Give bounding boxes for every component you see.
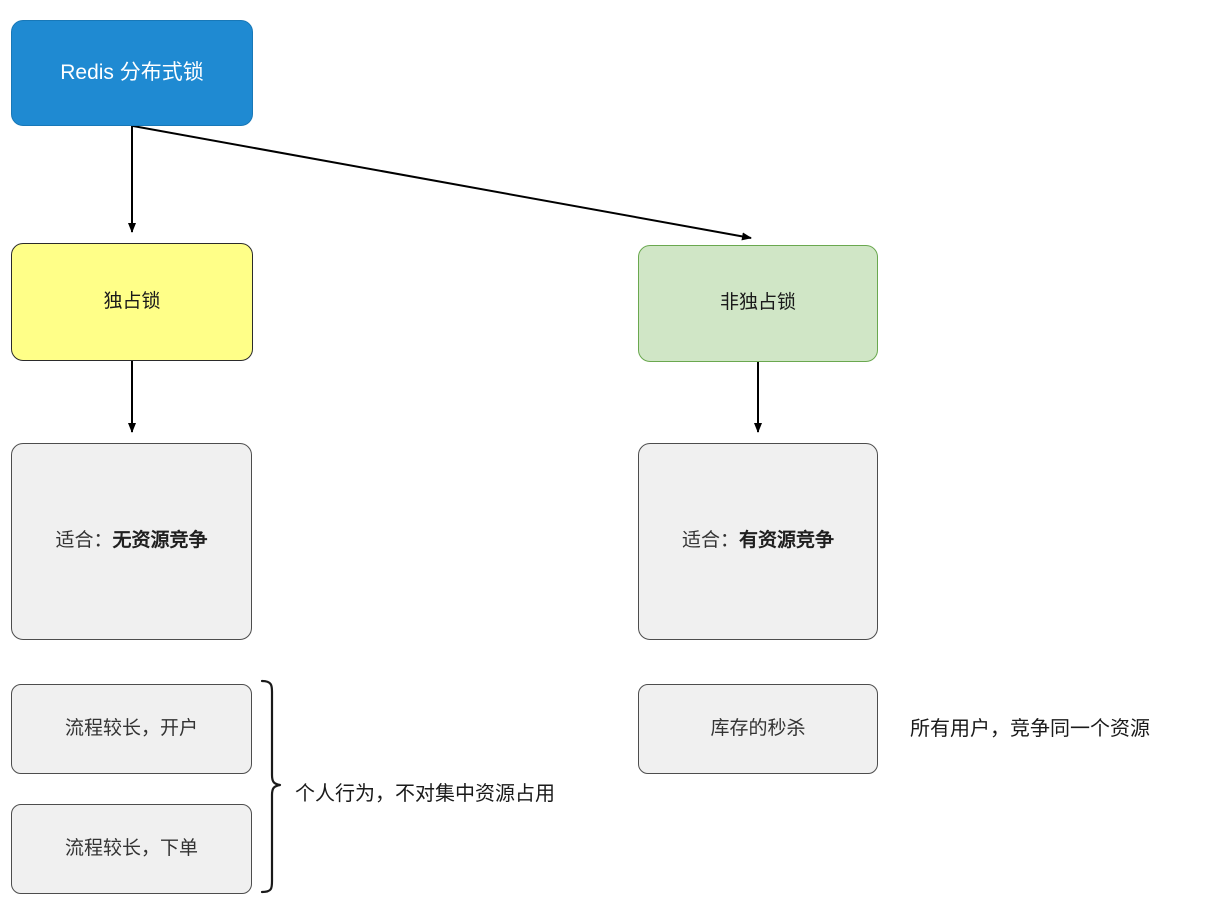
exclusive-desc-emphasis: 无资源竞争 [112, 530, 208, 552]
case-place-order-label: 流程较长，下单 [64, 837, 198, 859]
case-open-account-label: 流程较长，开户 [64, 717, 198, 739]
node-redis-distributed-lock[interactable]: Redis 分布式锁 [11, 20, 253, 126]
exclusive-desc-text: 适合：无资源竞争 [55, 529, 207, 554]
node-case-open-account[interactable]: 流程较长，开户 [11, 684, 252, 774]
node-non-exclusive-lock[interactable]: 非独占锁 [638, 245, 878, 362]
exclusive-desc-prefix: 适合： [55, 530, 113, 552]
annotation-right-note: 所有用户，竞争同一个资源 [910, 718, 1150, 740]
node-non-exclusive-description[interactable]: 适合：有资源竞争 [638, 443, 878, 640]
node-root-label: Redis 分布式锁 [60, 61, 204, 85]
node-exclusive-description[interactable]: 适合：无资源竞争 [11, 443, 252, 640]
non-exclusive-desc-text: 适合：有资源竞争 [682, 529, 834, 554]
grouping-brace [260, 679, 282, 894]
node-exclusive-label: 独占锁 [103, 290, 161, 312]
node-case-flash-sale[interactable]: 库存的秒杀 [638, 684, 878, 774]
annotation-brace-note: 个人行为，不对集中资源占用 [295, 783, 555, 805]
node-non-exclusive-label: 非独占锁 [719, 292, 796, 314]
case-flash-sale-label: 库存的秒杀 [710, 717, 806, 739]
node-exclusive-lock[interactable]: 独占锁 [11, 243, 253, 361]
edge-root-to-non-exclusive [132, 125, 752, 241]
non-exclusive-desc-prefix: 适合： [681, 530, 739, 552]
node-case-place-order[interactable]: 流程较长，下单 [11, 804, 252, 894]
non-exclusive-desc-emphasis: 有资源竞争 [739, 530, 835, 552]
